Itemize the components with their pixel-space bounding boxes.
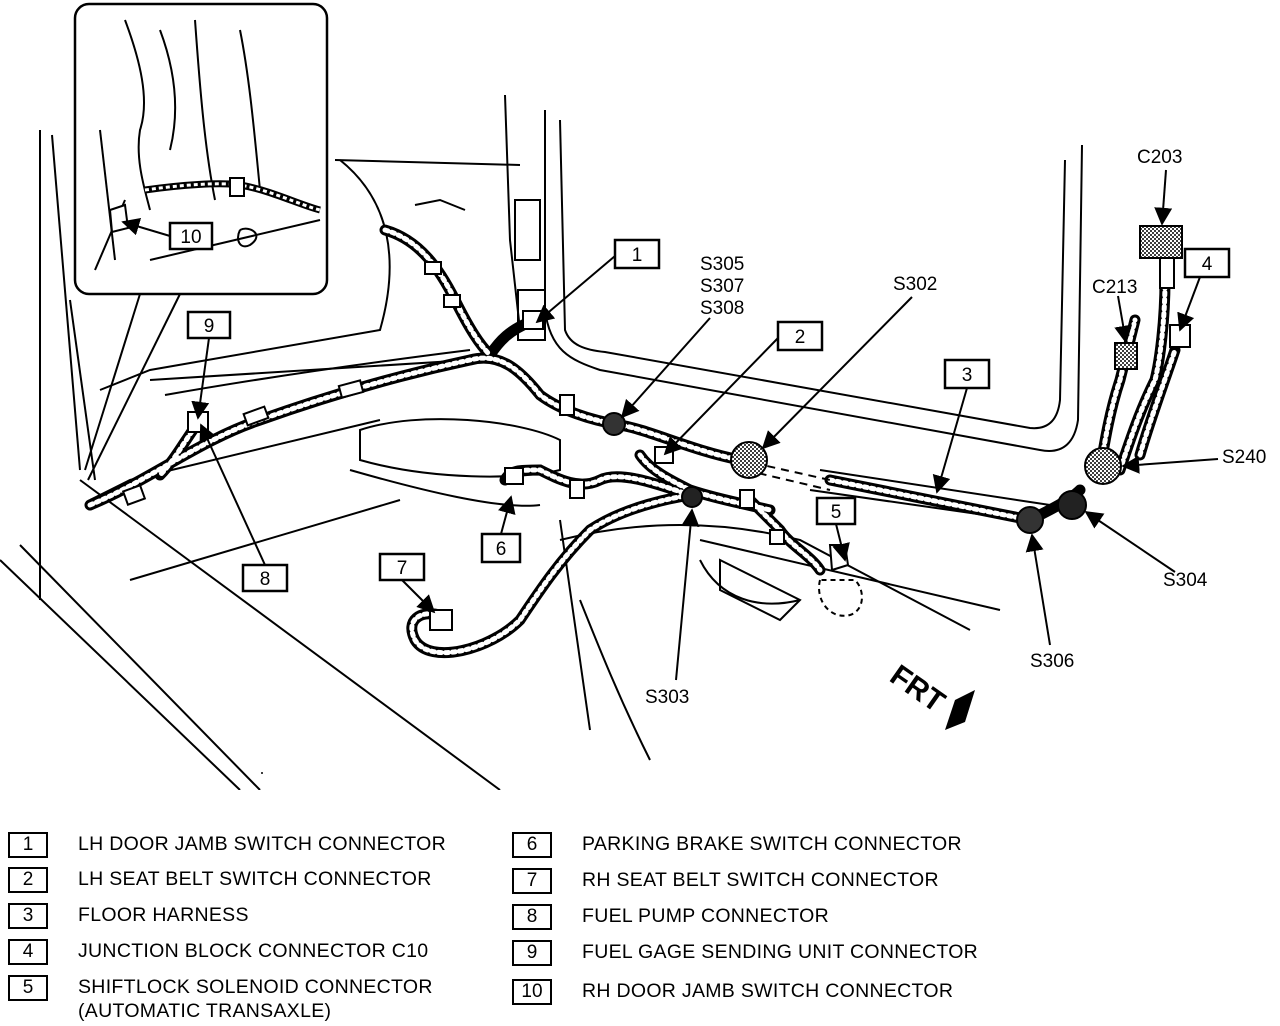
callout-9: 9 [204, 316, 215, 337]
legend-num: 4 [8, 939, 48, 965]
legend-num: 6 [512, 832, 552, 858]
legend-text: FLOOR HARNESS [78, 904, 249, 926]
legend-num: 8 [512, 904, 552, 930]
callout-10: 10 [180, 227, 201, 248]
splice-s302 [730, 441, 768, 479]
legend-num: 1 [8, 832, 48, 858]
splice-points [602, 412, 1122, 534]
legend-text: LH SEAT BELT SWITCH CONNECTOR [78, 868, 432, 890]
label-s304: S304 [1163, 570, 1208, 591]
legend-text: PARKING BRAKE SWITCH CONNECTOR [582, 833, 962, 855]
frt-arrow-icon [945, 690, 975, 730]
legend-item-9: 9 FUEL GAGE SENDING UNIT CONNECTOR [512, 940, 978, 966]
splice-s306 [1016, 506, 1044, 534]
legend-item-6: 6 PARKING BRAKE SWITCH CONNECTOR [512, 832, 962, 858]
callout-2: 2 [795, 327, 806, 348]
label-s305: S305 [700, 254, 744, 275]
splice-s240 [1084, 447, 1122, 485]
legend-num: 5 [8, 975, 48, 1001]
legend-num: 3 [8, 903, 48, 929]
callout-3: 3 [962, 365, 973, 386]
label-s303: S303 [645, 687, 689, 708]
label-s307: S307 [700, 276, 744, 297]
legend-item-5: 5 SHIFTLOCK SOLENOID CONNECTOR (AUTOMATI… [8, 975, 433, 1023]
legend-num: 2 [8, 867, 48, 893]
callout-boxes [168, 221, 1231, 593]
callout-4: 4 [1202, 254, 1213, 275]
legend-item-2: 2 LH SEAT BELT SWITCH CONNECTOR [8, 867, 432, 893]
legend-num: 9 [512, 940, 552, 966]
label-c213: C213 [1092, 277, 1137, 298]
legend-item-10: 10 RH DOOR JAMB SWITCH CONNECTOR [512, 979, 953, 1005]
legend-num: 7 [512, 868, 552, 894]
label-s302: S302 [893, 274, 937, 295]
legend-item-3: 3 FLOOR HARNESS [8, 903, 249, 929]
callout-8: 8 [260, 569, 271, 590]
legend-item-7: 7 RH SEAT BELT SWITCH CONNECTOR [512, 868, 939, 894]
label-s240: S240 [1222, 447, 1266, 468]
legend-text: FUEL PUMP CONNECTOR [582, 905, 829, 927]
legend-item-1: 1 LH DOOR JAMB SWITCH CONNECTOR [8, 832, 446, 858]
callout-7: 7 [397, 558, 408, 579]
callout-5: 5 [831, 502, 842, 523]
label-c203: C203 [1137, 147, 1182, 168]
callout-1: 1 [632, 245, 643, 266]
legend-text: JUNCTION BLOCK CONNECTOR C10 [78, 940, 429, 962]
legend-text: LH DOOR JAMB SWITCH CONNECTOR [78, 833, 447, 855]
legend-num: 10 [512, 979, 552, 1005]
legend-item-8: 8 FUEL PUMP CONNECTOR [512, 904, 829, 930]
legend-text: RH SEAT BELT SWITCH CONNECTOR [582, 869, 939, 891]
splice-s304 [1057, 490, 1087, 520]
splice-s303 [681, 486, 703, 508]
leader-arrows [121, 169, 1219, 681]
legend-text: FUEL GAGE SENDING UNIT CONNECTOR [582, 941, 979, 963]
label-s308: S308 [700, 298, 744, 319]
splice-s305-s307-s308 [602, 412, 626, 436]
label-s306: S306 [1030, 651, 1074, 672]
legend: 1 LH DOOR JAMB SWITCH CONNECTOR 2 LH SEA… [0, 820, 1280, 1026]
legend-item-4: 4 JUNCTION BLOCK CONNECTOR C10 [8, 939, 428, 965]
legend-text: SHIFTLOCK SOLENOID CONNECTOR (AUTOMATIC … [78, 976, 433, 1022]
wiring-harness-diagram: 1 2 3 4 5 6 7 8 9 10 S305 S307 S308 S302… [0, 2, 1266, 790]
frt-label: FRT [884, 659, 951, 719]
callout-6: 6 [496, 539, 507, 560]
front-direction-indicator: FRT [884, 659, 975, 730]
legend-text: RH DOOR JAMB SWITCH CONNECTOR [582, 980, 954, 1002]
